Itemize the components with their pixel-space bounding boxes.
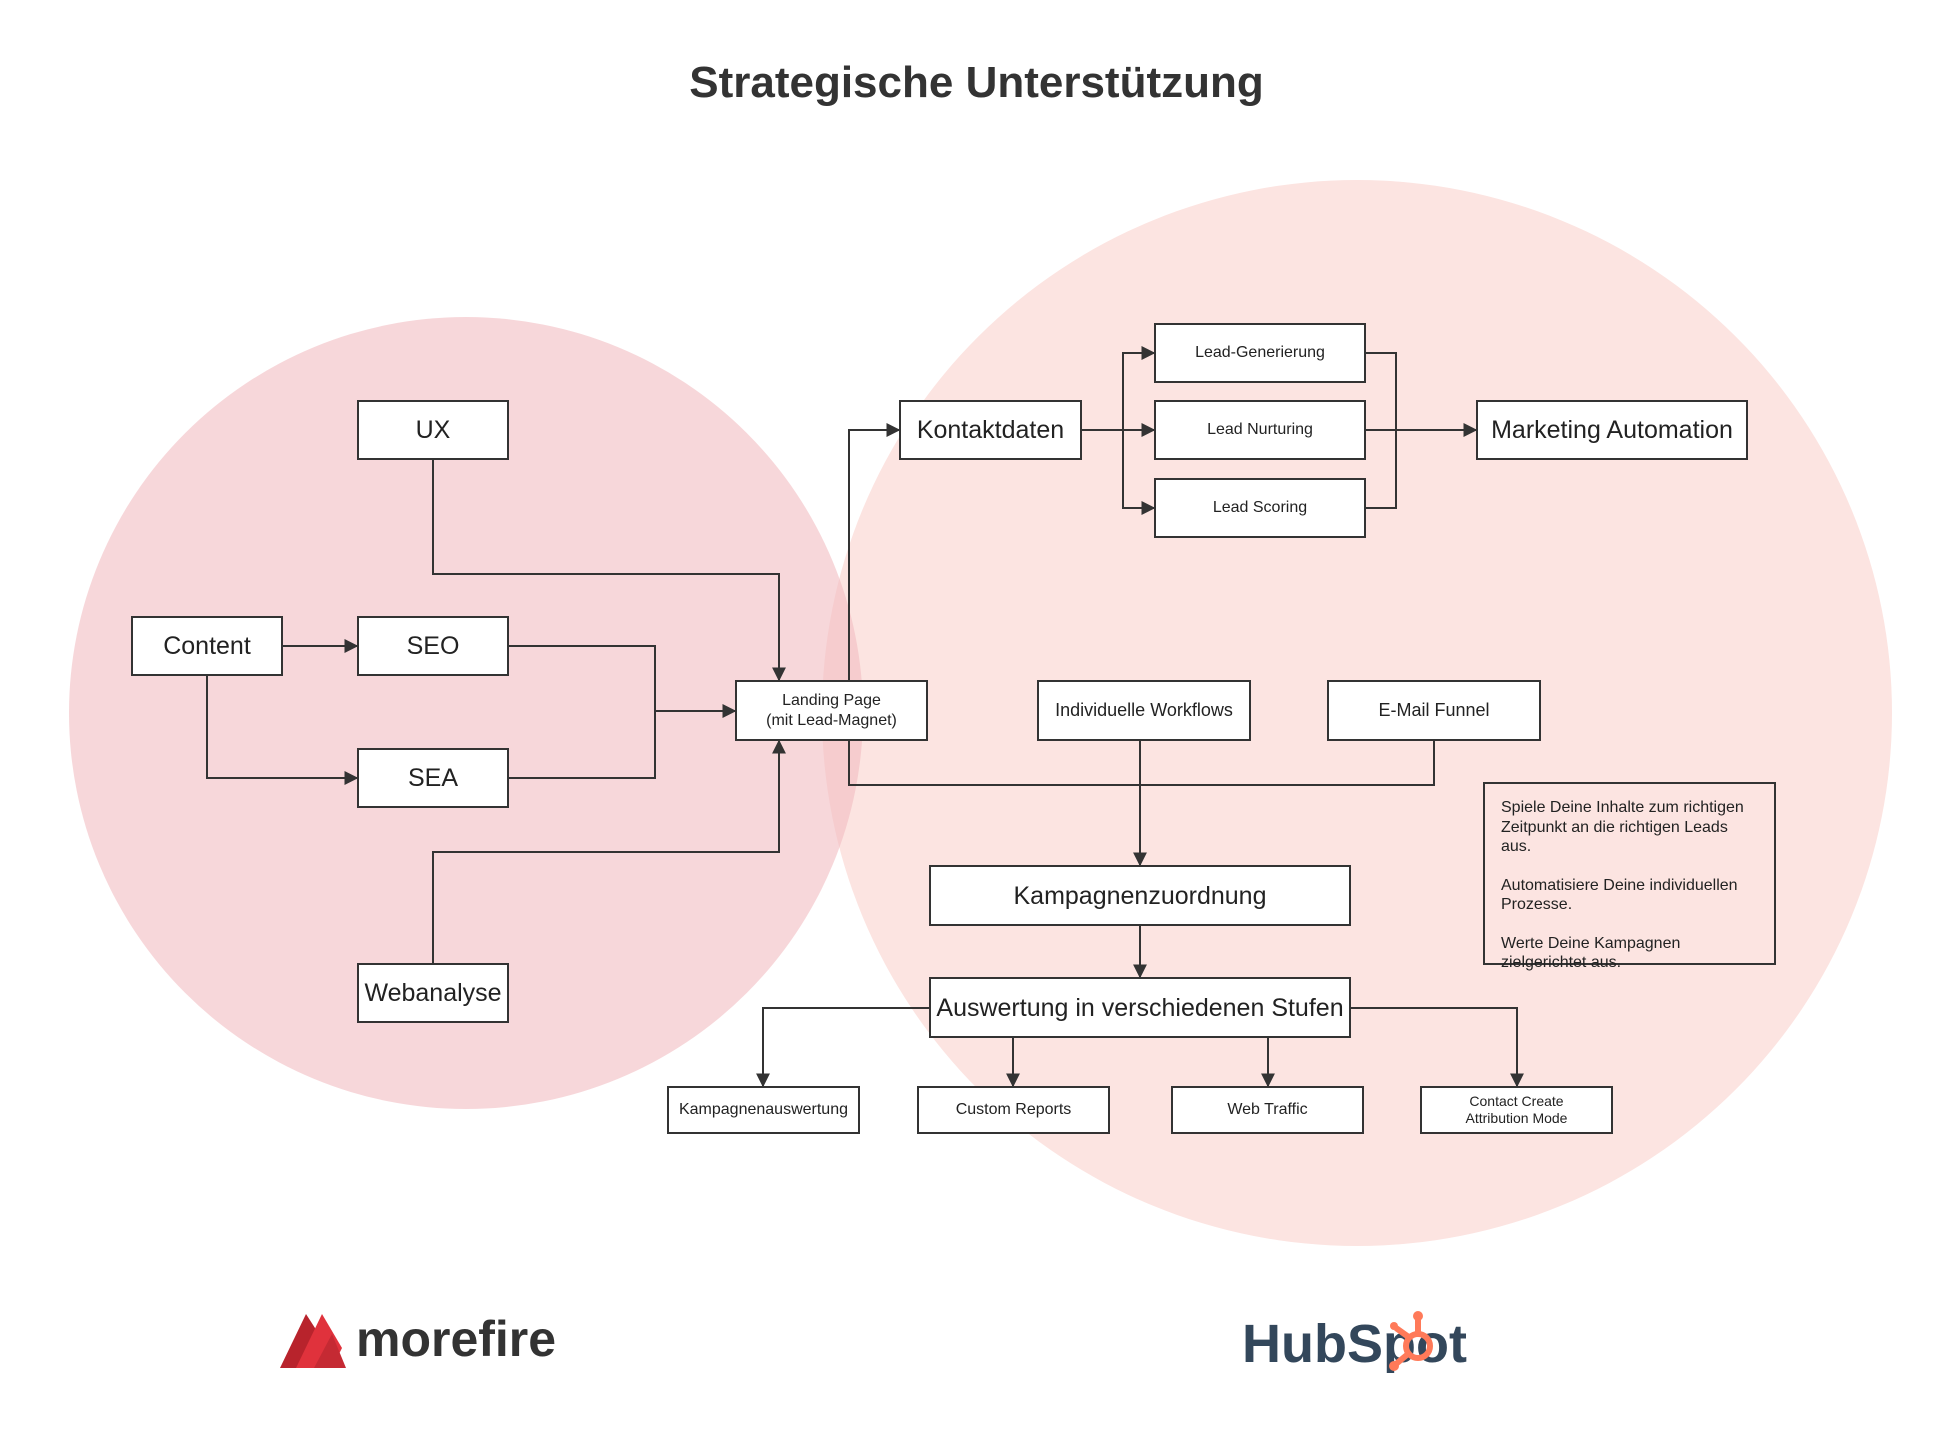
connector-branch-scoring [1122, 430, 1156, 515]
connector-webanalyse-landing [432, 739, 786, 963]
node-content: Content [131, 616, 283, 676]
node-custom-reports: Custom Reports [917, 1086, 1110, 1134]
morefire-mark-icon [280, 1314, 346, 1368]
node-lead-scoring: Lead Scoring [1154, 478, 1366, 538]
page-title: Strategische Unterstützung [689, 58, 1264, 107]
connector-auswertung-kampagnenauswertung [756, 1007, 930, 1088]
node-landing-page: Landing Page (mit Lead-Magnet) [735, 680, 928, 741]
hubspot-sprocket-icon [1394, 1318, 1433, 1367]
morefire-wordmark: morefire [356, 1311, 556, 1367]
morefire-logo: morefire [280, 1311, 556, 1368]
note-line-1: Spiele Deine Inhalte zum richtigen Zeitp… [1501, 799, 1744, 856]
node-kampagnenzuordnung: Kampagnenzuordnung [929, 865, 1351, 926]
connector-funnel-kontaktdaten [848, 423, 1435, 786]
node-seo: SEO [357, 616, 509, 676]
node-marketing-automation: Marketing Automation [1476, 400, 1748, 460]
node-kontaktdaten: Kontaktdaten [899, 400, 1082, 460]
node-lead-nurturing: Lead Nurturing [1154, 400, 1366, 460]
node-lead-generierung: Lead-Generierung [1154, 323, 1366, 383]
benefits-note: Spiele Deine Inhalte zum richtigen Zeitp… [1483, 782, 1776, 971]
node-individuelle-workflows: Individuelle Workflows [1037, 680, 1251, 741]
node-kampagnenauswertung: Kampagnenauswertung [667, 1086, 860, 1134]
node-contact-create: Contact Create Attribution Mode [1420, 1086, 1613, 1134]
hubspot-wordmark: HubSpot [1242, 1314, 1467, 1374]
connector-auswertung-contact [1350, 1007, 1524, 1088]
node-webanalyse: Webanalyse [357, 963, 509, 1023]
node-auswertung: Auswertung in verschiedenen Stufen [929, 977, 1351, 1038]
connector-content-sea [206, 676, 359, 785]
morefire-circle [69, 317, 863, 1109]
node-web-traffic: Web Traffic [1171, 1086, 1364, 1134]
note-line-3: Werte Deine Kampagnen zielgerichtet aus. [1501, 934, 1681, 972]
node-sea: SEA [357, 748, 509, 808]
node-email-funnel: E-Mail Funnel [1327, 680, 1541, 741]
note-line-2: Automatisiere Deine individuellen Prozes… [1501, 876, 1738, 914]
connector-ux-landing [432, 460, 786, 682]
hubspot-logo: HubSpot [1242, 1311, 1467, 1374]
node-ux: UX [357, 400, 509, 460]
